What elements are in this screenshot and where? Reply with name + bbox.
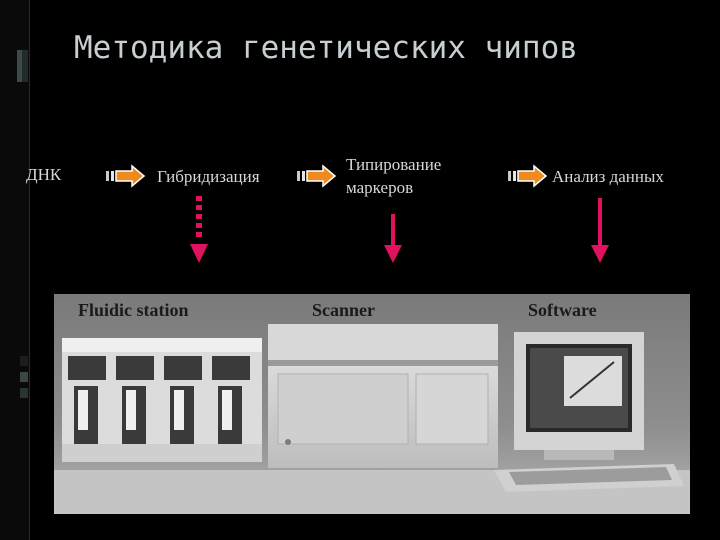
fluidic-station-label: Fluidic station <box>78 300 189 320</box>
right-arrow-icon <box>508 164 548 188</box>
left-accent-small <box>20 356 28 366</box>
step-typing-line2: маркеров <box>346 178 414 197</box>
step-dna: ДНК <box>26 165 62 184</box>
step-analysis: Анализ данных <box>552 167 664 186</box>
down-arrow-icon <box>591 198 609 263</box>
right-arrow-icon <box>297 164 337 188</box>
scanner-label: Scanner <box>312 300 375 320</box>
left-accent-small <box>20 388 28 398</box>
left-accent-block-inner <box>22 50 28 82</box>
step-typing: Типирование маркеров <box>346 153 441 199</box>
software-label: Software <box>528 300 597 320</box>
right-arrow-icon <box>106 164 146 188</box>
step-hybridization: Гибридизация <box>157 167 260 186</box>
equipment-photo: Fluidic station Scanner Software <box>54 294 690 514</box>
slide-title: Методика генетических чипов <box>74 30 578 66</box>
left-decor-line <box>29 0 30 540</box>
left-accent-small <box>20 372 28 382</box>
left-decor-bar <box>0 0 30 540</box>
equipment-photo-illustration <box>54 294 690 514</box>
down-arrow-icon <box>384 214 402 263</box>
dashed-down-arrow-icon <box>190 196 208 263</box>
step-typing-line1: Типирование <box>346 155 442 174</box>
